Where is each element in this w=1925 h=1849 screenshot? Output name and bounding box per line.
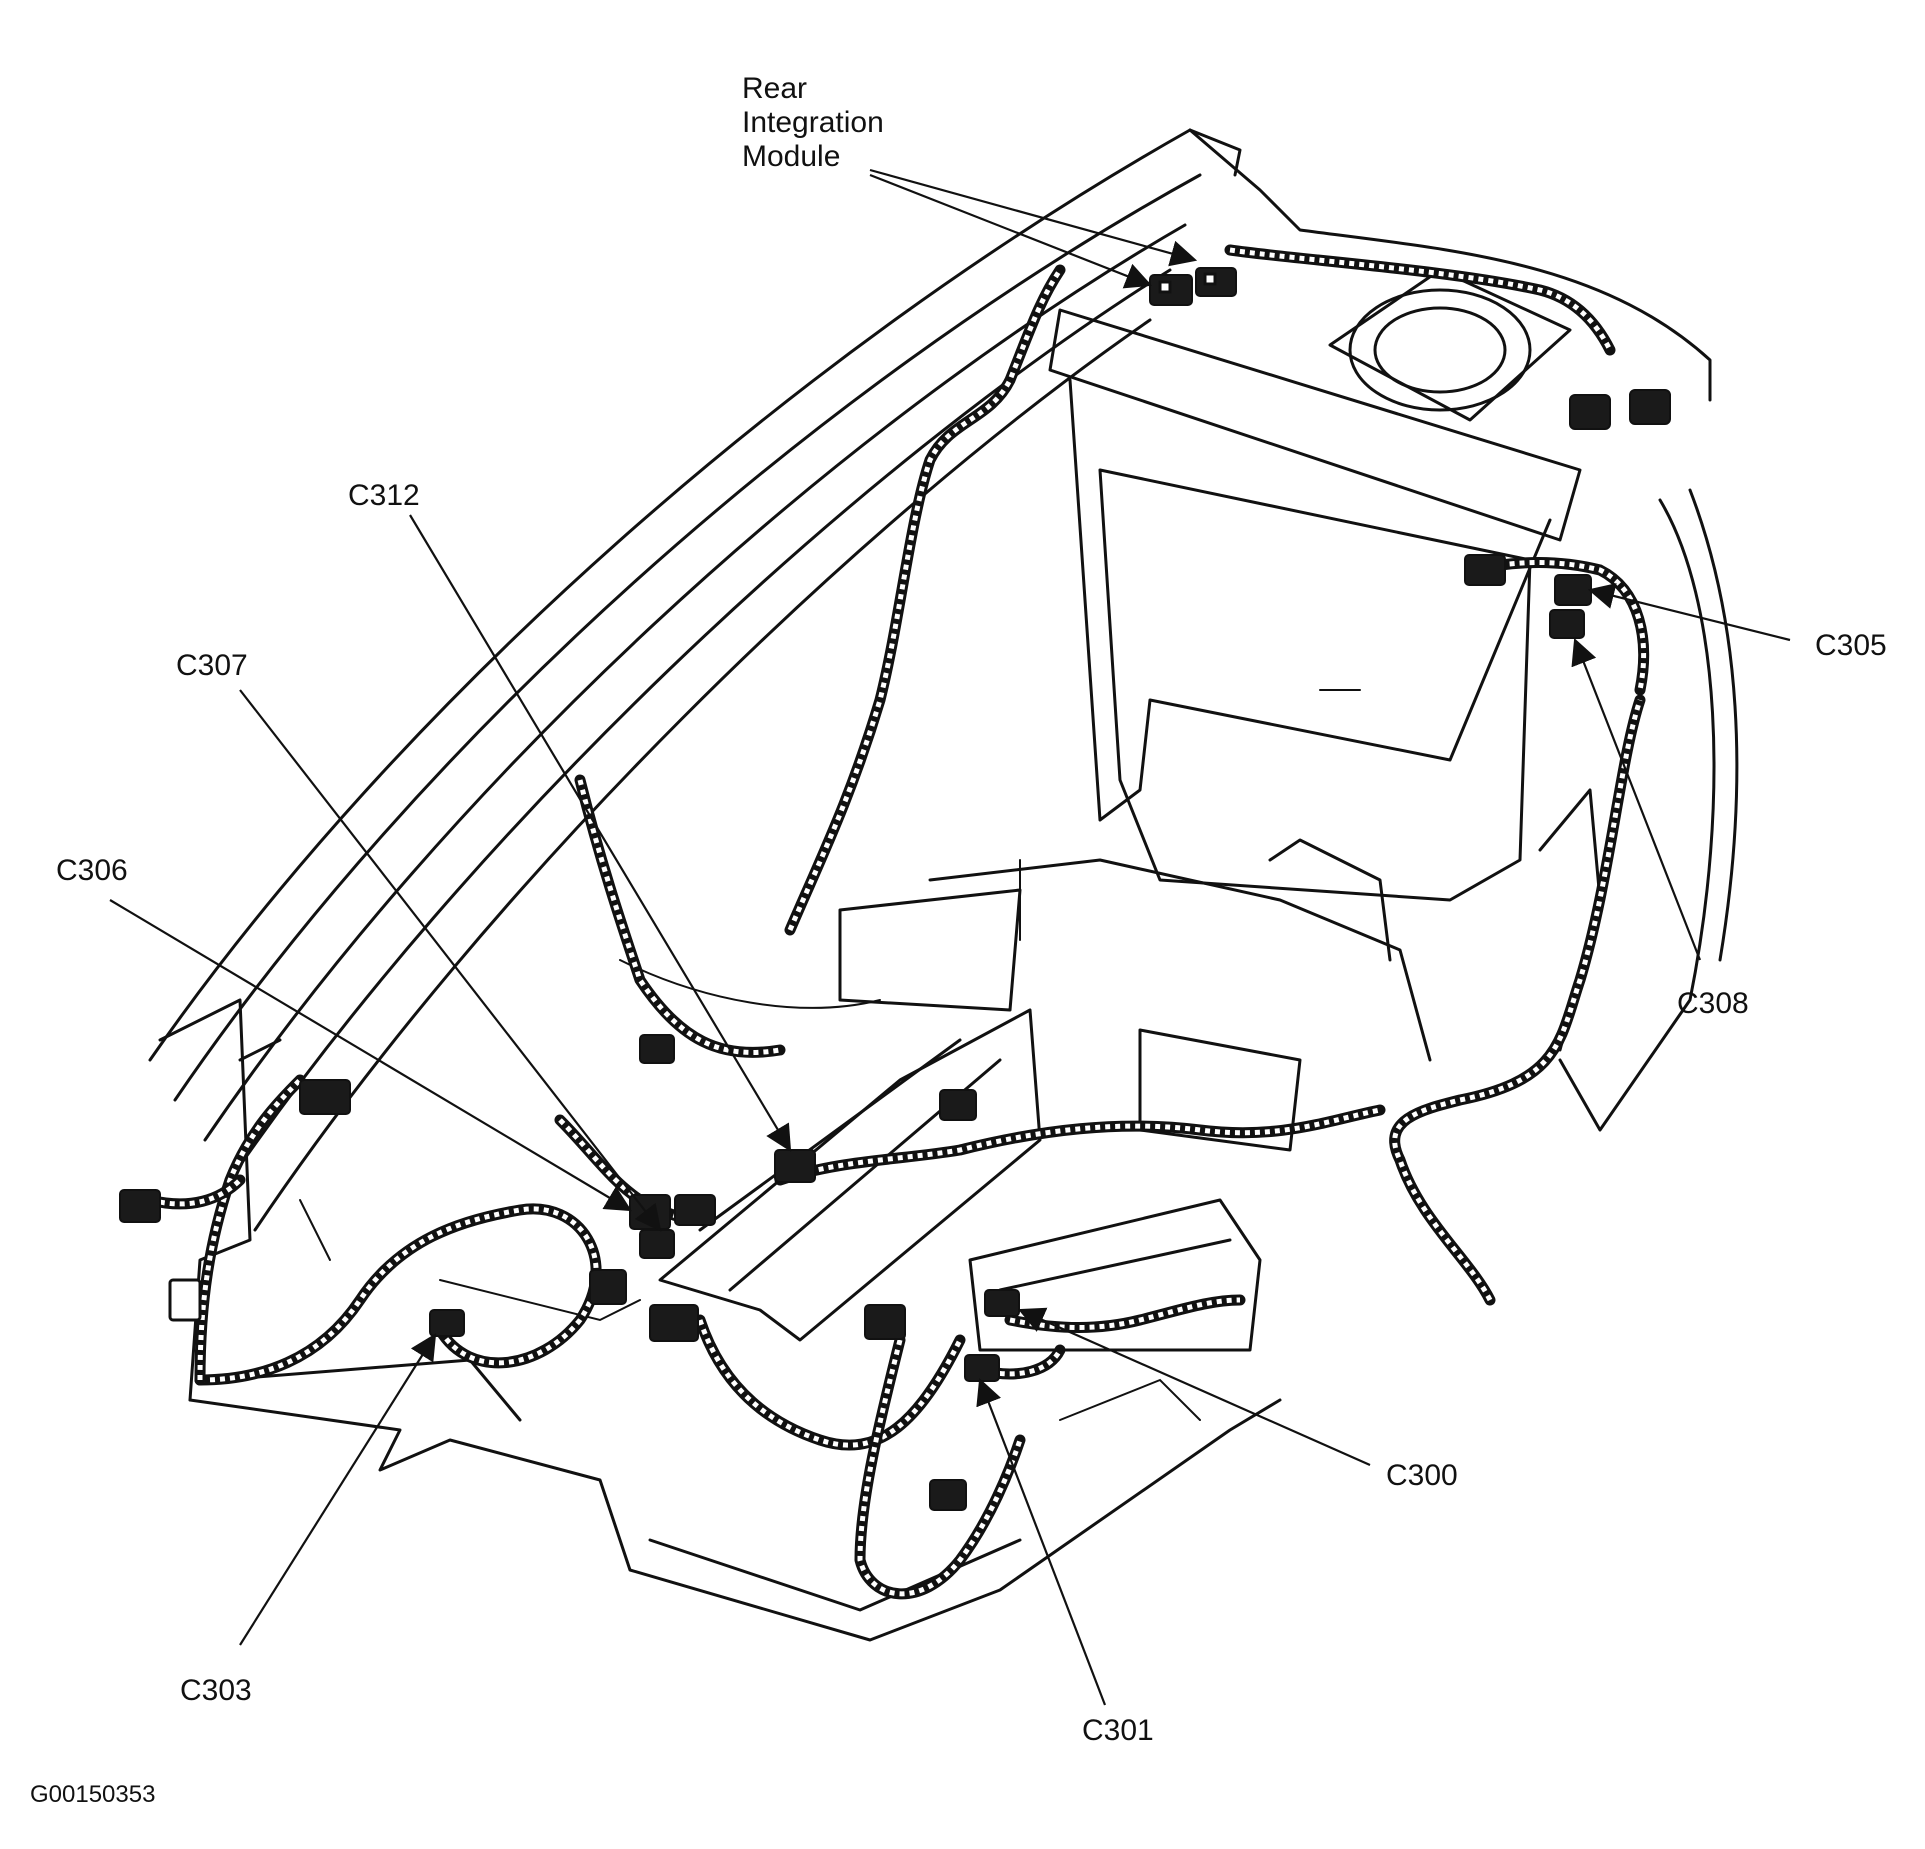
leader-c312 xyxy=(409,514,792,1152)
connector-c300 xyxy=(984,1289,1020,1317)
connector-pillar-left xyxy=(639,1034,675,1064)
c301-label: C301 xyxy=(1082,1714,1154,1747)
c307-label: C307 xyxy=(176,649,248,682)
leader-rim-a xyxy=(869,173,1153,289)
leader-c308 xyxy=(1571,637,1702,961)
c303-label: C303 xyxy=(180,1674,252,1707)
connector-c301 xyxy=(964,1354,1000,1382)
connector-floor-right xyxy=(929,1479,967,1511)
leader-c305 xyxy=(1587,583,1791,642)
c300-label: C300 xyxy=(1386,1459,1458,1492)
connector-left-door-b xyxy=(299,1079,351,1115)
leader-c303 xyxy=(239,1333,437,1646)
connector-left-door-c xyxy=(168,1278,202,1322)
connector-tunnel xyxy=(939,1089,977,1121)
rim-label-line2: Integration xyxy=(742,106,884,139)
figure-id: G00150353 xyxy=(30,1781,155,1808)
connector-c307 xyxy=(639,1229,675,1259)
connector-shelf-right-b xyxy=(1629,389,1671,425)
connector-c303 xyxy=(429,1309,465,1337)
connector-shelf-mid xyxy=(1464,554,1506,586)
connector-rim-b xyxy=(1195,267,1237,297)
connector-center-left xyxy=(649,1304,699,1342)
connector-left-floor xyxy=(589,1269,627,1305)
connector-c306-b xyxy=(674,1194,716,1226)
connector-c312 xyxy=(774,1149,816,1183)
c305-label: C305 xyxy=(1815,629,1887,662)
connector-c305 xyxy=(1554,574,1592,606)
leader-rim-b xyxy=(869,168,1198,267)
rim-label-line1: Rear xyxy=(742,72,807,105)
leader-c300 xyxy=(1017,1307,1371,1467)
connector-rim-a xyxy=(1149,274,1193,306)
c306-label: C306 xyxy=(56,854,128,887)
wiring-harness-routes xyxy=(144,244,1650,1600)
leader-c307 xyxy=(239,689,662,1232)
connector-c308 xyxy=(1549,609,1585,639)
connector-shelf-right-a xyxy=(1569,394,1611,430)
c312-label: C312 xyxy=(348,479,420,512)
c308-label: C308 xyxy=(1677,987,1749,1020)
leader-lines xyxy=(109,168,1791,1706)
connector-left-door-a xyxy=(119,1189,161,1223)
leader-c301 xyxy=(976,1377,1107,1706)
rim-label-line3: Module xyxy=(742,140,840,173)
connector-center xyxy=(864,1304,906,1340)
vehicle-body-outline xyxy=(148,128,1739,1642)
leader-c306 xyxy=(109,899,632,1212)
